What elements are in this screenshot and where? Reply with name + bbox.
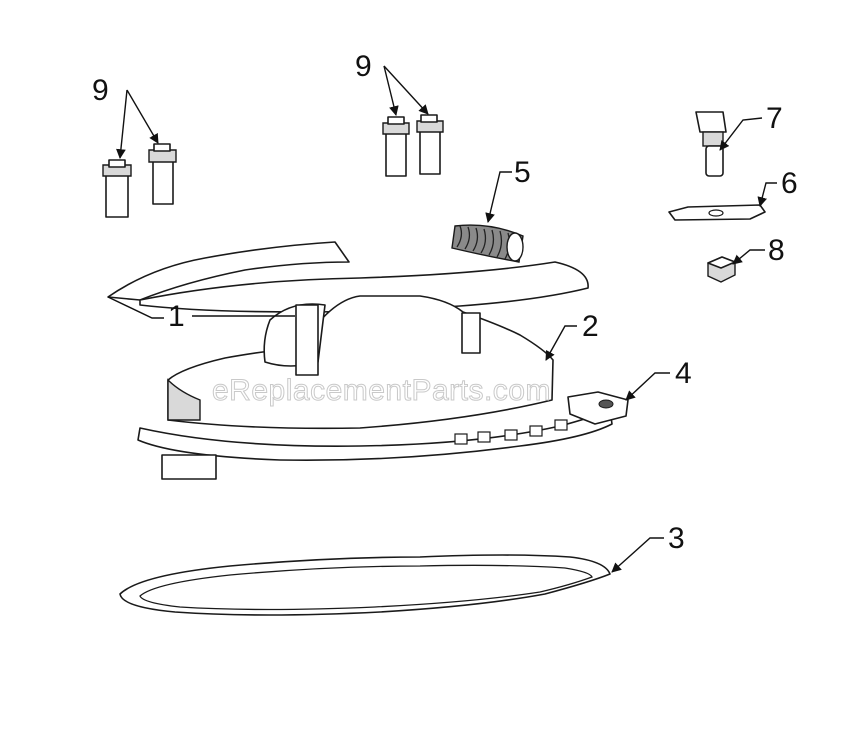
callout-4: 4 <box>675 357 692 390</box>
screw-part-9-top-b <box>416 114 444 175</box>
callout-9-top: 9 <box>355 50 372 83</box>
screw-part-9-top-a <box>382 116 410 177</box>
nut-part-8 <box>707 256 736 283</box>
bolt-part-7 <box>695 111 727 177</box>
gasket-part-3 <box>119 554 611 616</box>
washer-part-6 <box>668 204 766 221</box>
watermark-text: eReplacementParts.com <box>212 374 551 407</box>
callout-1: 1 <box>168 300 185 333</box>
leader-lines <box>107 65 777 573</box>
callout-3: 3 <box>668 522 685 555</box>
housing-part-2 <box>107 241 613 480</box>
callout-8: 8 <box>768 234 785 267</box>
screw-part-9-left-b <box>148 143 177 205</box>
callout-6: 6 <box>781 167 798 200</box>
callout-9-left: 9 <box>92 74 109 107</box>
callout-5: 5 <box>514 156 531 189</box>
bracket-part-4 <box>567 391 629 425</box>
callout-7: 7 <box>766 102 783 135</box>
screw-part-9-left-a <box>102 159 132 218</box>
spring-part-5 <box>451 224 524 263</box>
callout-2: 2 <box>582 310 599 343</box>
